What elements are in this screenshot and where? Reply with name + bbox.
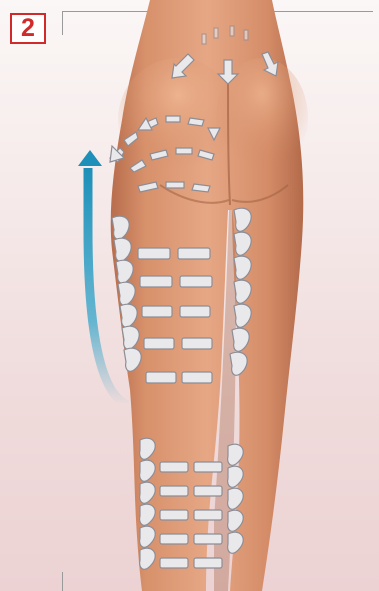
body-silhouette — [111, 0, 308, 591]
